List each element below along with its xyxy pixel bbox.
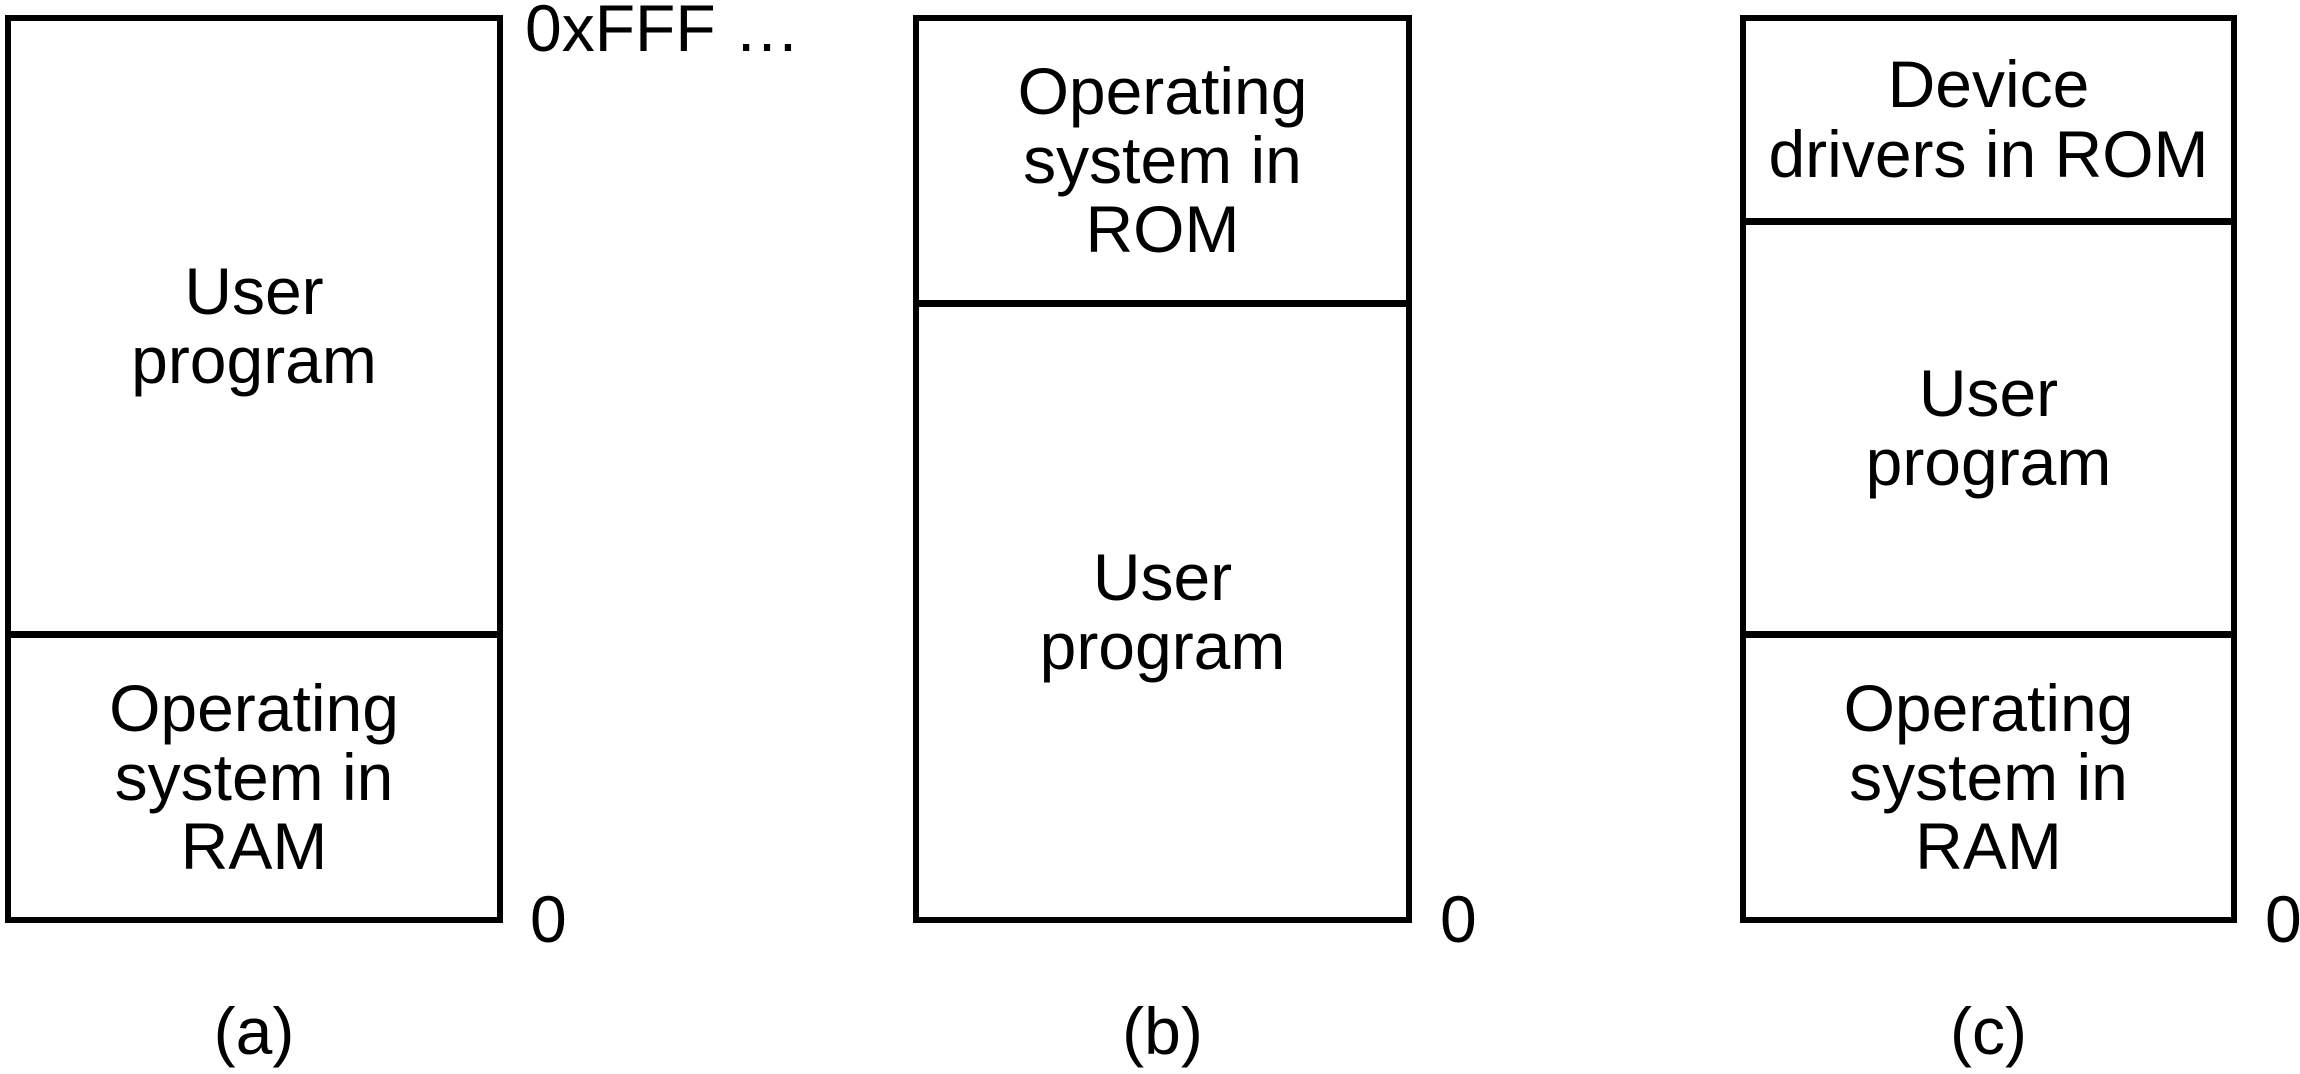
region-b-os-in-rom: Operating system in ROM xyxy=(919,21,1406,307)
region-label: User program xyxy=(1039,539,1286,683)
region-label: User program xyxy=(1865,355,2112,499)
memory-box-a: User program Operating system in RAM xyxy=(5,15,503,923)
panel-caption-c: (c) xyxy=(1950,994,2027,1068)
region-label: Operating system in RAM xyxy=(1843,670,2134,884)
address-label-zero-c: 0 xyxy=(2265,882,2300,956)
region-a-os-in-ram: Operating system in RAM xyxy=(11,638,497,917)
panel-caption-a: (a) xyxy=(213,994,295,1068)
region-label: User program xyxy=(131,253,377,397)
memory-box-b: Operating system in ROM User program xyxy=(913,15,1412,923)
region-a-user-program: User program xyxy=(11,21,497,638)
panel-caption-b: (b) xyxy=(1122,994,1203,1068)
region-c-device-drivers-in-rom: Device drivers in ROM xyxy=(1746,21,2231,225)
region-c-os-in-ram: Operating system in RAM xyxy=(1746,638,2231,917)
region-label: Operating system in ROM xyxy=(1017,53,1308,267)
region-c-user-program: User program xyxy=(1746,225,2231,638)
address-label-zero-b: 0 xyxy=(1440,882,1477,956)
address-label-zero-a: 0 xyxy=(530,882,567,956)
region-label: Operating system in RAM xyxy=(109,670,399,884)
region-label: Device drivers in ROM xyxy=(1768,47,2209,191)
region-b-user-program: User program xyxy=(919,307,1406,917)
memory-box-c: Device drivers in ROM User program Opera… xyxy=(1740,15,2237,923)
address-label-0xfff: 0xFFF … xyxy=(525,0,800,65)
